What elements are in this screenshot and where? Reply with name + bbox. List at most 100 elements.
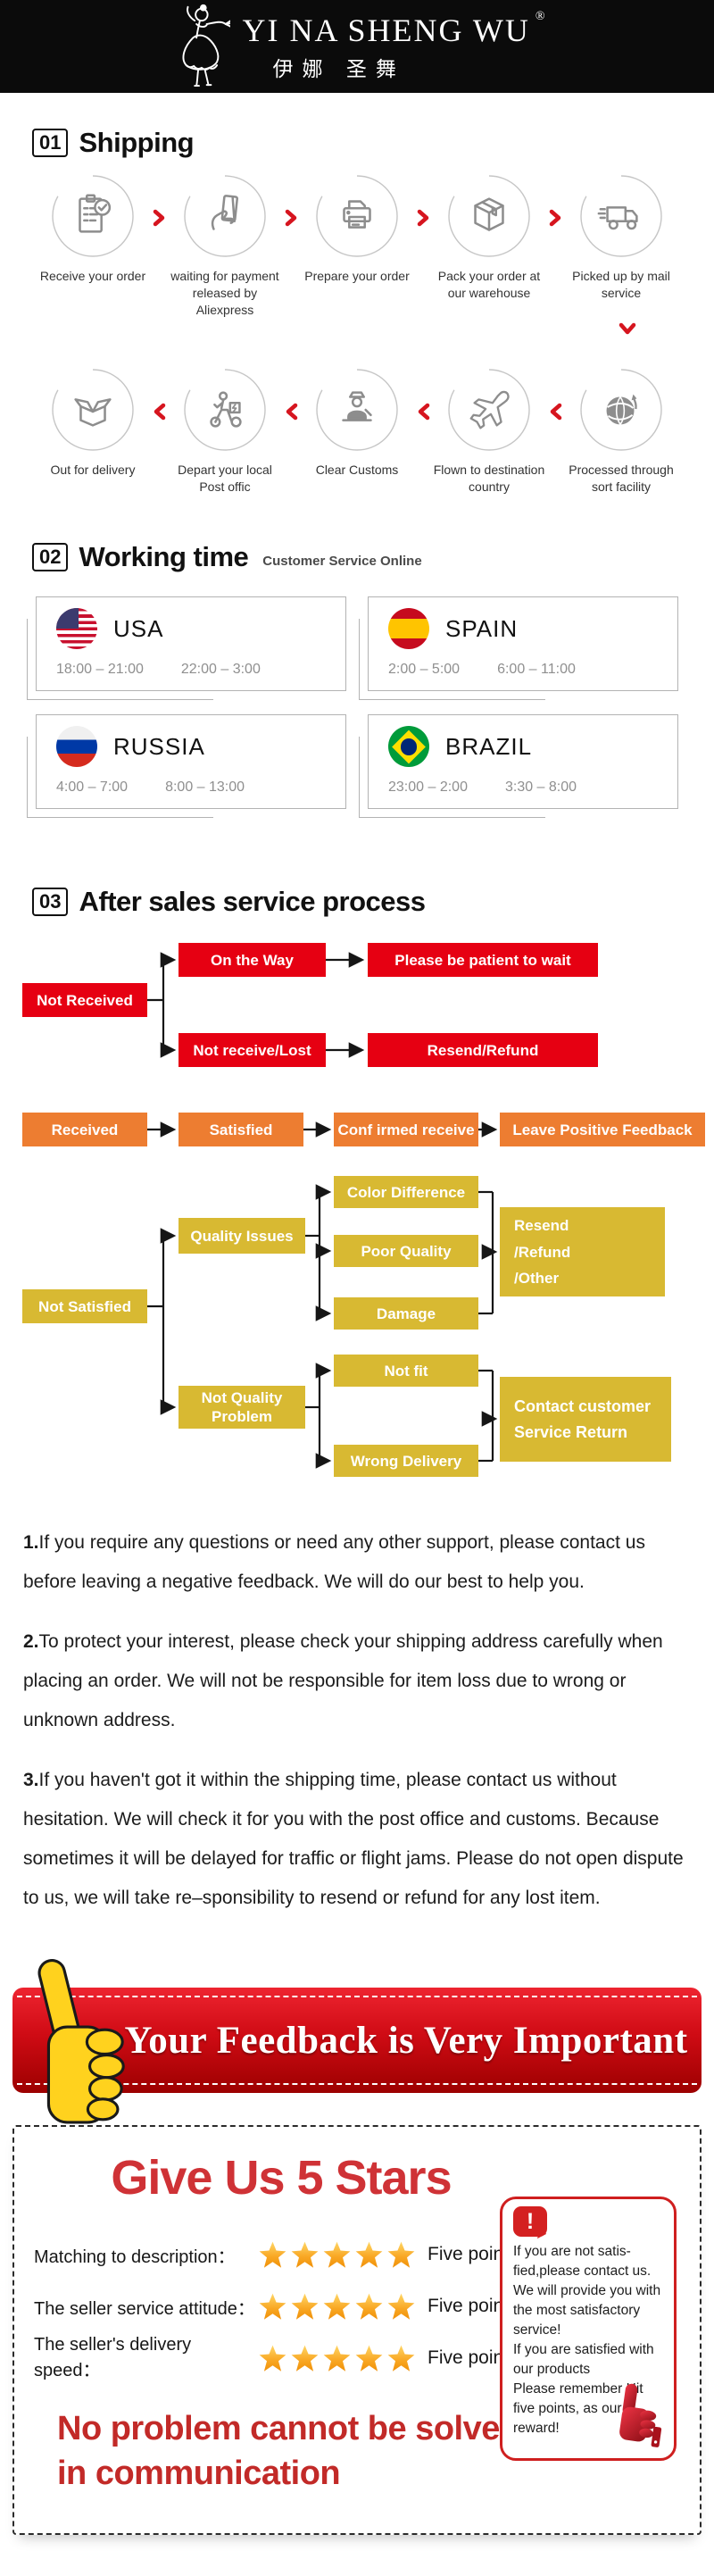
section-subtitle: Customer Service Online: [262, 553, 422, 569]
star-icon: [323, 2241, 351, 2268]
receive-order-icon: [79, 194, 112, 233]
flow-box-poor-quality: Poor Quality: [334, 1235, 478, 1268]
exclamation-icon: !: [513, 2206, 547, 2238]
printer-icon: [343, 200, 371, 229]
time-range: 4:00 – 7:00: [56, 779, 129, 796]
chevron-right-icon: [549, 209, 562, 231]
time-range: 18:00 – 21:00: [56, 662, 144, 678]
usa-flag-icon: [56, 608, 97, 650]
section-number: 01: [32, 129, 69, 157]
star-icon: [387, 2293, 415, 2320]
star-strip: [259, 2345, 415, 2372]
section-title: After sales service process: [79, 886, 426, 918]
chevron-down-icon: [618, 322, 637, 340]
flow-box-please-wait: Please be patient to wait: [368, 943, 598, 978]
header: YI NA SHENG WU ® 伊娜 圣舞: [0, 0, 714, 93]
section-number: 03: [32, 888, 69, 917]
working-time-grid: USA 18:00 – 21:00 22:00 – 3:00 SPAIN 2:0…: [0, 596, 714, 819]
brazil-flag-icon: [388, 726, 429, 768]
flow-box-satisfied: Satisfied: [178, 1113, 303, 1147]
star-icon: [291, 2241, 319, 2268]
time-range: 22:00 – 3:00: [180, 662, 261, 678]
shipping-flow-row-1: Receive your order waiting for payment r…: [0, 173, 714, 319]
flow-box-not-quality-problem: Not Quality Problem: [178, 1386, 305, 1430]
star-icon: [291, 2345, 319, 2372]
note-number: 2.: [23, 1631, 39, 1653]
section-number: 02: [32, 543, 69, 572]
step-label: Flown to destination country: [433, 462, 545, 494]
airplane-icon: [469, 390, 510, 429]
step-label: Clear Customs: [315, 462, 399, 477]
shipping-flow-row-2: Out for delivery Depart your local Post …: [0, 367, 714, 496]
flow-box-received: Received: [22, 1113, 147, 1147]
step-label: Out for delivery: [50, 462, 136, 477]
section-title: Shipping: [79, 127, 195, 158]
five-stars-section: Give Us 5 Stars Matching to description：…: [12, 2125, 702, 2536]
rating-row-description: Matching to description： Five points: [34, 2229, 700, 2280]
flow-box-contact-customer: Contact customer Service Return: [500, 1377, 671, 1463]
russia-flag-icon: [56, 726, 97, 768]
rating-label: The seller's delivery speed：: [34, 2335, 192, 2381]
stars-title: Give Us 5 Stars: [111, 2151, 452, 2205]
dancer-logo-icon: [168, 2, 232, 92]
points-label: Five points: [428, 2244, 519, 2265]
chevron-left-icon: [153, 403, 166, 425]
flow-box-confirmed-receive: Conf irmed receive: [334, 1113, 478, 1147]
time-range: 6:00 – 11:00: [497, 662, 576, 678]
time-range: 8:00 – 13:00: [165, 779, 245, 796]
ship-step: waiting for payment released by Aliexpre…: [166, 173, 285, 319]
country-name: BRAZIL: [445, 732, 533, 760]
ship-step: Processed through sort facility: [562, 367, 681, 496]
shipping-section-header: 01 Shipping: [0, 127, 714, 159]
rating-label: Matching to description：: [34, 2247, 236, 2267]
star-icon: [291, 2293, 319, 2320]
brand-title-cn: 伊娜 圣舞: [272, 56, 405, 80]
payment-icon: [211, 195, 239, 230]
ship-step: Clear Customs: [298, 367, 417, 479]
flow-box-damage: Damage: [334, 1297, 478, 1330]
star-icon: [323, 2345, 351, 2372]
banner-text: Your Feedback is Very Important: [124, 2019, 688, 2062]
star-strip: [259, 2293, 415, 2321]
country-name: SPAIN: [445, 614, 519, 642]
flow-box-resend-refund: Resend/Refund: [368, 1033, 598, 1068]
star-icon: [259, 2293, 286, 2320]
step-label: Prepare your order: [304, 269, 410, 283]
chevron-right-icon: [285, 209, 298, 231]
note-number: 3.: [23, 1770, 39, 1791]
globe-icon: [606, 394, 637, 425]
country-name: USA: [113, 614, 164, 642]
thumbs-up-icon: [27, 1947, 132, 2147]
flow-box-not-satisfied: Not Satisfied: [22, 1289, 147, 1324]
spain-flag-icon: [388, 608, 429, 650]
truck-icon: [597, 206, 638, 230]
ship-step: Out for delivery: [34, 367, 153, 479]
service-section-header: 03 After sales service process: [0, 886, 714, 918]
star-icon: [259, 2345, 286, 2372]
section-title: Working time: [79, 541, 249, 573]
note-3: 3.If you haven't got it within the shipp…: [23, 1761, 691, 1918]
star-strip: [259, 2241, 415, 2269]
open-box-icon: [74, 397, 112, 427]
note-2: 2.To protect your interest, please check…: [23, 1622, 691, 1740]
step-label: Pack your order at our warehouse: [437, 269, 541, 300]
chevron-left-icon: [285, 403, 298, 425]
note-text: If you require any questions or need any…: [23, 1532, 645, 1593]
tip-box: ! If you are not satis- fied,please cont…: [500, 2197, 677, 2462]
star-icon: [259, 2241, 286, 2268]
time-range: 3:30 – 8:00: [504, 779, 577, 796]
chevron-left-icon: [549, 403, 562, 425]
time-range: 2:00 – 5:00: [388, 662, 461, 678]
flow-box-wrong-delivery: Wrong Delivery: [334, 1445, 478, 1478]
ship-step: Flown to destination country: [430, 367, 549, 496]
flow-box-resend-refund-other: Resend /Refund /Other: [500, 1207, 665, 1297]
step-label: Processed through sort facility: [569, 462, 674, 494]
ship-step: Receive your order: [34, 173, 153, 285]
after-sales-flowchart: Not Received On the Way Please be patien…: [0, 932, 714, 1488]
points-label: Five points: [428, 2347, 519, 2369]
flow-box-on-the-way: On the Way: [178, 943, 326, 978]
star-icon: [387, 2345, 415, 2372]
note-text: To protect your interest, please check y…: [23, 1631, 663, 1731]
note-number: 1.: [23, 1532, 39, 1554]
